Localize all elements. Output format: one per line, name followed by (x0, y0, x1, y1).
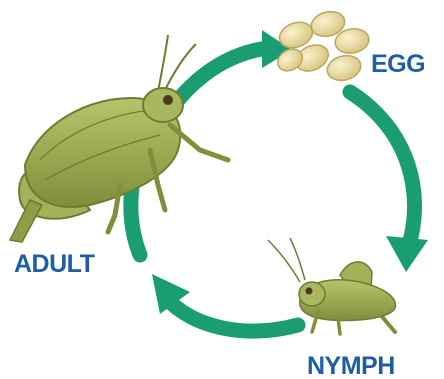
grasshopper-nymph-icon (268, 238, 395, 334)
adult-grasshopper-icon (10, 35, 228, 242)
arrow-nymph-to-adult (170, 302, 298, 331)
egg-cluster-icon (274, 8, 371, 84)
arrow-head-nymph (386, 236, 428, 272)
stage-label-adult: ADULT (14, 250, 95, 278)
stage-label-nymph: NYMPH (307, 352, 395, 379)
stage-label-egg: EGG (371, 50, 425, 78)
arrow-egg-to-nymph (350, 92, 415, 248)
